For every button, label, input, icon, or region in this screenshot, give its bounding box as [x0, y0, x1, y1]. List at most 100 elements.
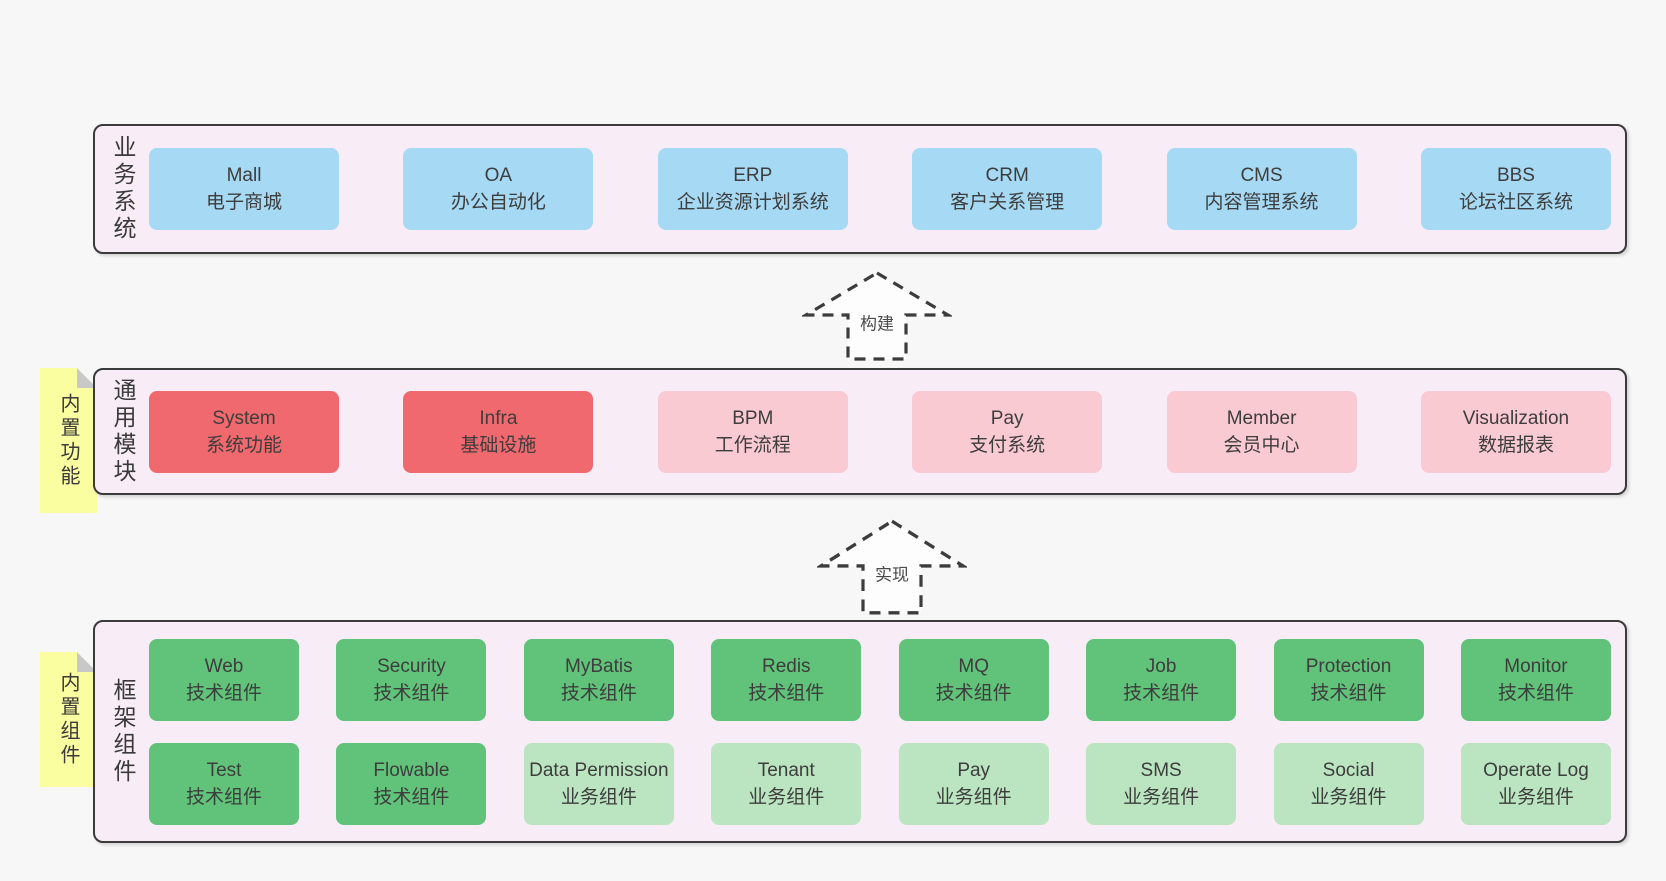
box-title: Tenant [757, 759, 815, 781]
box-subtitle: 技术组件 [185, 786, 262, 808]
component-rows: Web 技术组件 Security 技术组件 MyBatis 技术组件 Redi… [149, 622, 1611, 841]
box-web: Web 技术组件 [149, 638, 299, 721]
box-mybatis: MyBatis 技术组件 [523, 638, 674, 721]
box-cms: CMS 内容管理系统 [1166, 148, 1357, 230]
box-subtitle: 业务组件 [1123, 786, 1200, 808]
box-visualization: Visualization 数据报表 [1420, 390, 1611, 473]
box-title: Member [1226, 407, 1297, 429]
box-subtitle: 技术组件 [185, 682, 262, 704]
box-title: System [212, 407, 276, 429]
box-bbs: BBS 论坛社区系统 [1420, 148, 1611, 230]
box-tenant: Tenant 业务组件 [711, 742, 862, 825]
box-subtitle: 企业资源计划系统 [676, 192, 829, 213]
implement-arrow-icon: 实现 [817, 518, 967, 616]
box-title: Test [206, 759, 242, 781]
box-subtitle: 工作流程 [714, 434, 791, 456]
box-title: Pay [990, 407, 1024, 429]
box-subtitle: 电子商城 [205, 192, 282, 213]
box-title: Pay [957, 759, 991, 781]
box-title: Infra [479, 407, 518, 429]
box-title: SMS [1140, 759, 1182, 781]
box-subtitle: 会员中心 [1223, 434, 1300, 456]
box-subtitle: 办公自动化 [450, 192, 546, 213]
box-subtitle: 数据报表 [1477, 434, 1554, 456]
box-title: Monitor [1504, 655, 1568, 677]
box-title: Job [1145, 655, 1177, 677]
box-system: System 系统功能 [149, 390, 339, 473]
box-infra: Infra 基础设施 [403, 390, 594, 473]
box-subtitle: 技术组件 [1123, 682, 1200, 704]
box-subtitle: 业务组件 [748, 786, 825, 808]
implement-arrow-label: 实现 [871, 559, 913, 587]
box-title: Data Permission [529, 759, 669, 781]
box-title: Web [204, 655, 244, 677]
box-subtitle: 支付系统 [969, 434, 1046, 456]
box-data-permission: Data Permission 业务组件 [523, 742, 674, 825]
layer-label-business: 业务系统 [110, 135, 136, 243]
box-protection: Protection 技术组件 [1273, 638, 1424, 721]
sticky-note-label: 内置组件 [57, 671, 79, 768]
box-title: MyBatis [565, 655, 633, 677]
box-title: Mall [226, 165, 262, 186]
box-subtitle: 技术组件 [373, 786, 450, 808]
box-subtitle: 论坛社区系统 [1458, 192, 1573, 213]
box-title: Protection [1305, 655, 1392, 677]
box-subtitle: 客户关系管理 [950, 192, 1065, 213]
layer-business-systems: 业务系统 Mall 电子商城 OA 办公自动化 ERP 企业资源计划系统 CRM… [93, 124, 1627, 254]
box-subtitle: 基础设施 [460, 434, 537, 456]
box-subtitle: 业务组件 [1310, 786, 1387, 808]
box-monitor: Monitor 技术组件 [1460, 638, 1611, 721]
box-redis: Redis 技术组件 [711, 638, 862, 721]
box-subtitle: 业务组件 [560, 786, 637, 808]
box-title: BBS [1496, 165, 1535, 186]
box-title: Flowable [373, 759, 450, 781]
box-mq: MQ 技术组件 [898, 638, 1049, 721]
box-flowable: Flowable 技术组件 [336, 742, 487, 825]
box-title: BPM [732, 407, 774, 429]
box-title: CMS [1240, 165, 1283, 186]
box-subtitle: 内容管理系统 [1204, 192, 1319, 213]
box-social: Social 业务组件 [1273, 742, 1424, 825]
box-member: Member 会员中心 [1166, 390, 1357, 473]
box-title: MQ [958, 655, 989, 677]
box-title: ERP [733, 165, 773, 186]
sticky-note-built-in-features: 内置功能 [40, 368, 97, 513]
layer-common-modules: 通用模块 System 系统功能 Infra 基础设施 BPM 工作流程 Pay… [93, 368, 1627, 495]
box-title: Security [377, 655, 446, 677]
box-subtitle: 技术组件 [748, 682, 825, 704]
box-subtitle: 技术组件 [560, 682, 637, 704]
box-subtitle: 技术组件 [935, 682, 1012, 704]
sticky-note-label: 内置功能 [57, 392, 79, 489]
box-operate-log: Operate Log 业务组件 [1460, 742, 1611, 825]
box-subtitle: 业务组件 [1497, 786, 1574, 808]
business-boxes: Mall 电子商城 OA 办公自动化 ERP 企业资源计划系统 CRM 客户关系… [149, 126, 1611, 252]
layer-label-components: 框架组件 [110, 677, 136, 786]
box-bpm: BPM 工作流程 [657, 390, 848, 473]
box-test: Test 技术组件 [149, 742, 299, 825]
component-row-2: Test 技术组件 Flowable 技术组件 Data Permission … [149, 742, 1611, 825]
box-title: Redis [761, 655, 811, 677]
box-crm: CRM 客户关系管理 [912, 148, 1103, 230]
build-arrow-label: 构建 [856, 308, 898, 336]
box-oa: OA 办公自动化 [403, 148, 594, 230]
layer-label-modules: 通用模块 [110, 377, 136, 486]
box-subtitle: 技术组件 [1310, 682, 1387, 704]
component-row-1: Web 技术组件 Security 技术组件 MyBatis 技术组件 Redi… [149, 638, 1611, 721]
box-subtitle: 技术组件 [1497, 682, 1574, 704]
box-title: Visualization [1462, 407, 1570, 429]
box-title: Social [1322, 759, 1375, 781]
box-sms: SMS 业务组件 [1086, 742, 1237, 825]
box-subtitle: 业务组件 [935, 786, 1012, 808]
box-pay-system: Pay 支付系统 [912, 390, 1103, 473]
box-erp: ERP 企业资源计划系统 [657, 148, 848, 230]
build-arrow-icon: 构建 [802, 270, 952, 362]
sticky-note-built-in-components: 内置组件 [40, 652, 97, 787]
module-boxes: System 系统功能 Infra 基础设施 BPM 工作流程 Pay 支付系统… [149, 370, 1611, 493]
box-security: Security 技术组件 [336, 638, 487, 721]
box-title: CRM [985, 165, 1029, 186]
box-pay-component: Pay 业务组件 [898, 742, 1049, 825]
box-title: OA [484, 165, 513, 186]
box-title: Operate Log [1483, 759, 1589, 781]
box-subtitle: 系统功能 [205, 434, 282, 456]
